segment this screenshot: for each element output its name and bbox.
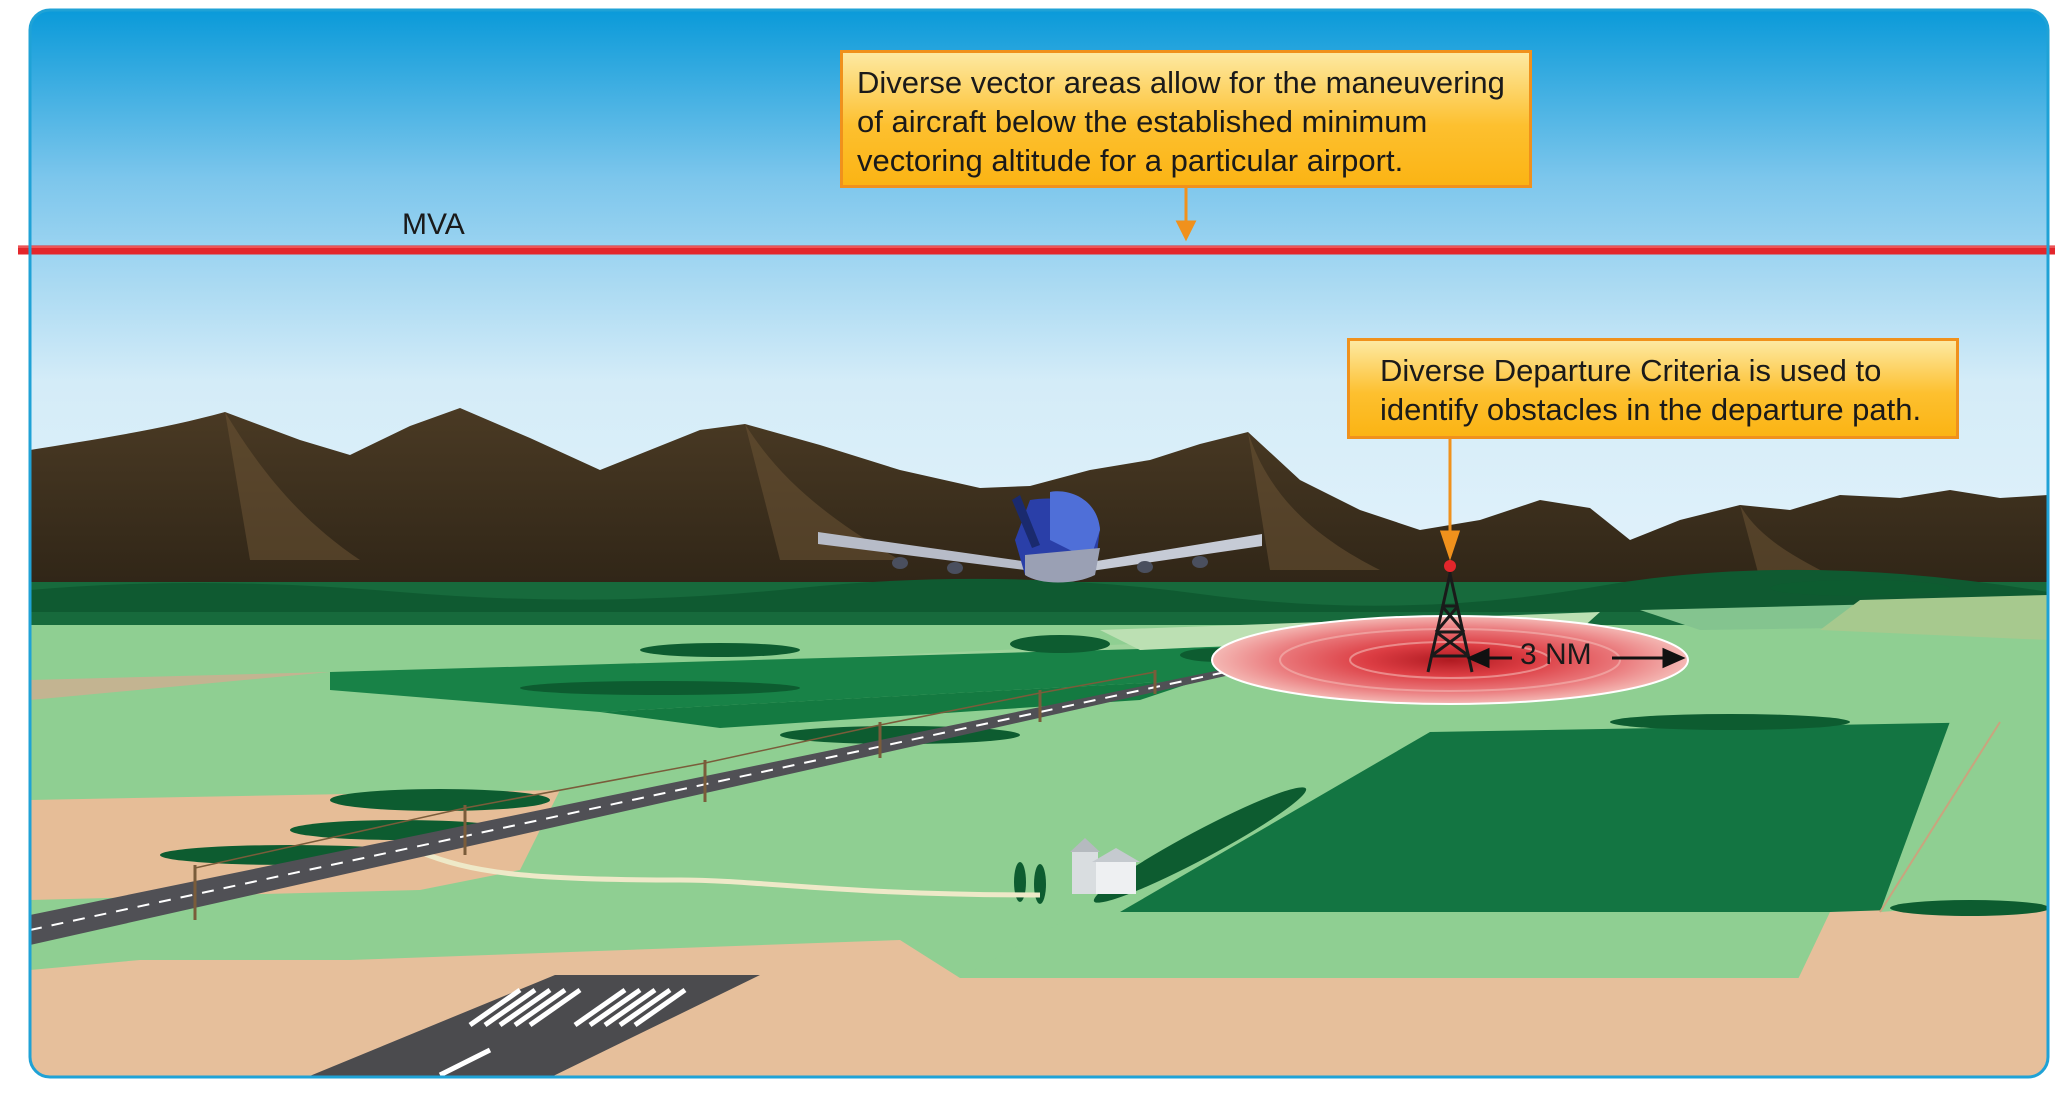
diagram-frame [28,8,2050,1079]
callout-line: Diverse Departure Criteria is used to [1380,353,1882,388]
highway [30,668,1231,945]
airplane-icon [818,491,1262,583]
mva-label: MVA [402,208,465,241]
diverse-vector-callout: Diverse vector areas allow for the maneu… [840,50,1532,188]
radius-arrow [1466,647,1686,669]
beacon-light [1444,560,1456,572]
radio-tower-icon [1426,566,1474,673]
power-line [193,670,1157,920]
callout-line: Diverse vector areas allow for the maneu… [857,65,1505,100]
callout-line: of aircraft below the established minimu… [857,104,1428,139]
callout-line: identify obstacles in the departure path… [1380,392,1922,427]
runway [300,975,760,1077]
diverse-departure-callout: Diverse Departure Criteria is used to id… [1347,338,1959,439]
radius-label: 3 NM [1520,638,1592,671]
callout-line: vectoring altitude for a particular airp… [857,143,1404,178]
farmhouse-icon [1070,838,1140,894]
